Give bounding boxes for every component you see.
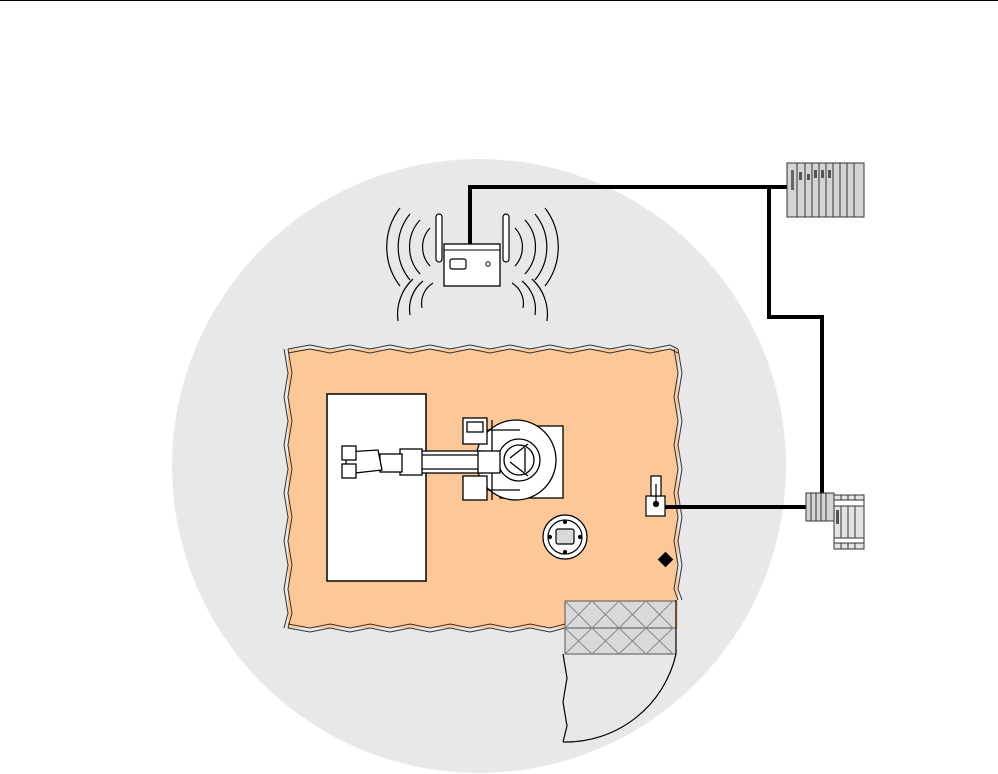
work-table (327, 394, 426, 581)
io-station (806, 493, 864, 549)
safety-light-curtain (565, 601, 676, 654)
handheld-panel-icon (543, 515, 587, 559)
plc-rack-icon (787, 163, 864, 217)
mobile-panel (543, 515, 587, 559)
plc-rack (787, 163, 864, 217)
io-station-icon (806, 493, 864, 549)
